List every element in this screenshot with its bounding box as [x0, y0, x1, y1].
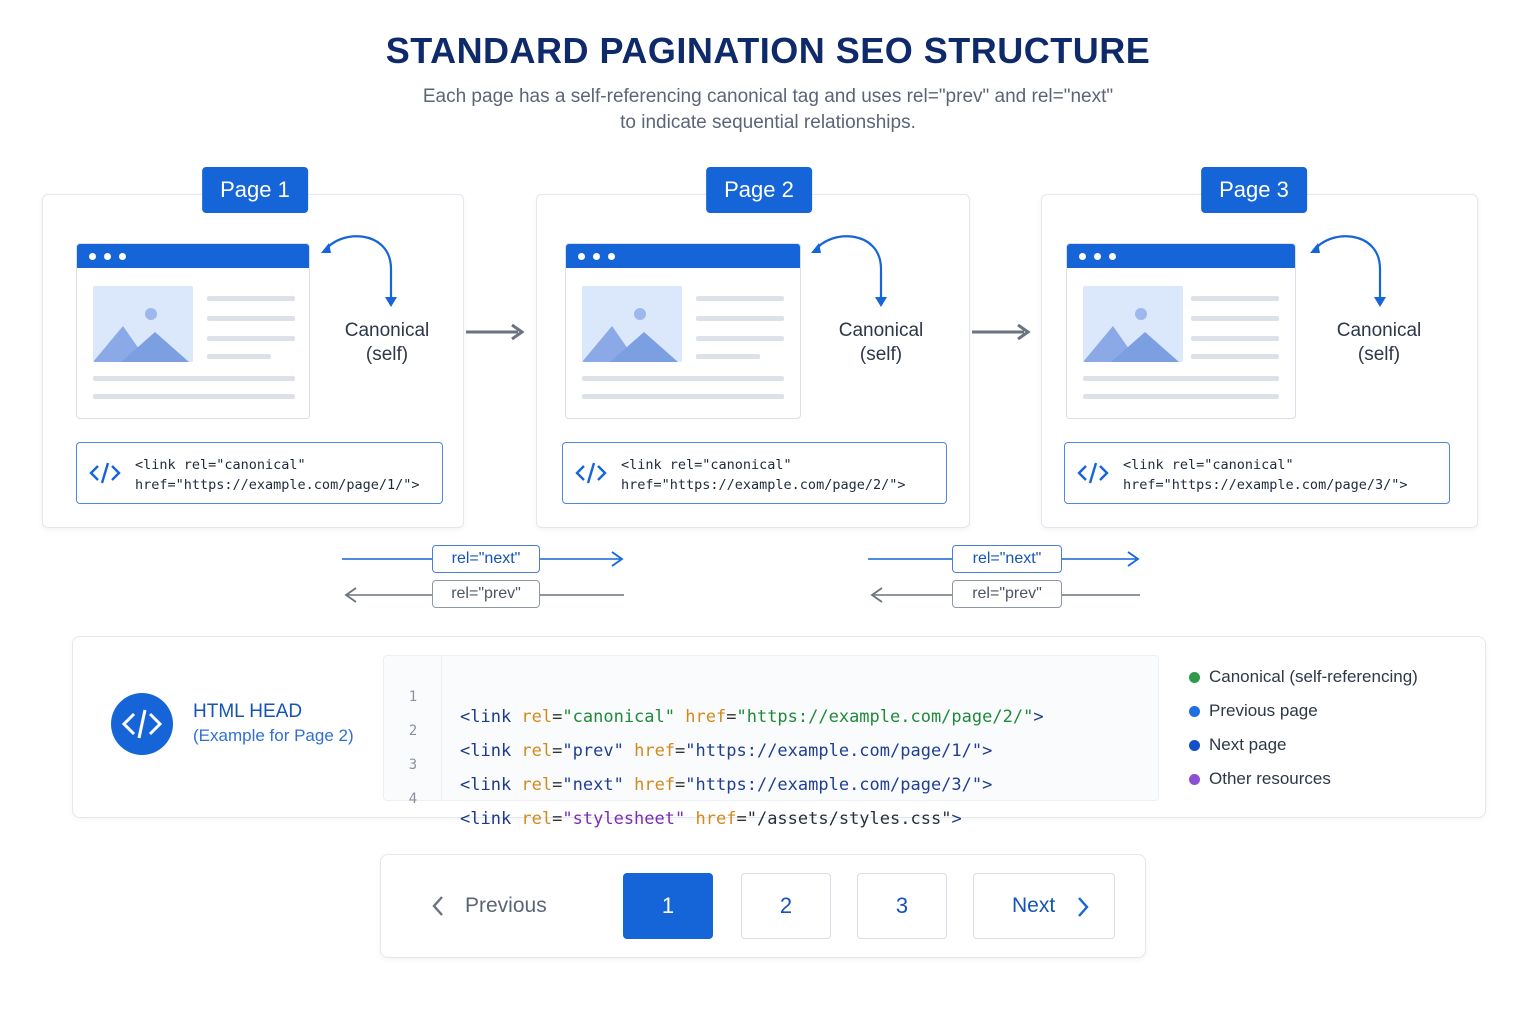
- code-line: 3 <link rel="next" href="https://example…: [408, 757, 993, 795]
- browser-mockup-3: [1066, 243, 1296, 419]
- page-badge-2: Page 2: [706, 167, 812, 213]
- curved-arrow-icon: [1310, 235, 1386, 307]
- next-button[interactable]: Next: [973, 873, 1115, 939]
- page-button-2[interactable]: 2: [741, 873, 831, 939]
- page-title: STANDARD PAGINATION SEO STRUCTURE: [385, 30, 1151, 71]
- curved-arrow-icon: [321, 235, 397, 307]
- canonical-code-box-1: <link rel="canonical"href="https://examp…: [76, 442, 443, 504]
- legend-item-next: Next page: [1189, 735, 1418, 769]
- code-line: 4 <link rel="stylesheet" href="/assets/s…: [408, 791, 962, 829]
- flow-arrow-right-icon: [972, 323, 1031, 341]
- legend-item-previous: Previous page: [1189, 701, 1418, 735]
- code-text-2: <link rel="canonical"href="https://examp…: [621, 457, 906, 493]
- page-button-3[interactable]: 3: [857, 873, 947, 939]
- canonical-code-box-3: <link rel="canonical"href="https://examp…: [1064, 442, 1450, 504]
- code-text-1: <link rel="canonical"href="https://examp…: [135, 457, 420, 493]
- image-placeholder-icon: [1083, 286, 1183, 362]
- code-icon: [1077, 462, 1109, 484]
- previous-button[interactable]: Previous: [431, 873, 547, 939]
- page-button-1[interactable]: 1: [623, 873, 713, 939]
- code-line: 2 <link rel="prev" href="https://example…: [408, 723, 993, 761]
- next-label: Next: [1012, 894, 1056, 917]
- rel-prev-label-1: rel="prev": [432, 580, 540, 608]
- curved-arrow-icon: [811, 235, 887, 307]
- rel-next-label-1: rel="next": [432, 545, 540, 573]
- page-badge-1: Page 1: [202, 167, 308, 213]
- rel-prev-label-2: rel="prev": [952, 580, 1062, 608]
- browser-mockup-1: [76, 243, 310, 419]
- browser-bar: [77, 244, 309, 268]
- html-head-panel: HTML HEAD (Example for Page 2) 1 <link r…: [72, 636, 1486, 829]
- page-card-3: Page 3 Canonical (self) <link rel="canon…: [1041, 167, 1478, 528]
- page-card-2: Page 2 Canonical (self) <link rel="canon…: [536, 167, 970, 528]
- image-placeholder-icon: [93, 286, 193, 362]
- browser-mockup-2: [565, 243, 801, 419]
- flow-arrow-right-icon: [466, 323, 525, 341]
- image-placeholder-icon: [582, 286, 682, 362]
- code-line: 1 <link rel="canonical" href="https://ex…: [408, 689, 1044, 727]
- legend-item-canonical: Canonical (self-referencing): [1189, 667, 1418, 701]
- chevron-left-icon: [432, 896, 443, 916]
- code-icon: [111, 693, 173, 755]
- legend-item-other: Other resources: [1189, 769, 1418, 803]
- canonical-code-box-2: <link rel="canonical"href="https://examp…: [562, 442, 947, 504]
- code-text-3: <link rel="canonical"href="https://examp…: [1123, 457, 1408, 493]
- code-editor: 1 <link rel="canonical" href="https://ex…: [383, 655, 1159, 829]
- page-badge-3: Page 3: [1201, 167, 1307, 213]
- page-subtitle: Each page has a self-referencing canonic…: [0, 84, 1536, 136]
- browser-bar: [1067, 244, 1295, 268]
- canonical-label-2: Canonical (self): [838, 320, 924, 365]
- subtitle-line-2: to indicate sequential relationships.: [620, 112, 916, 133]
- code-icon: [575, 462, 607, 484]
- subtitle-line-1: Each page has a self-referencing canonic…: [422, 86, 1114, 107]
- previous-label: Previous: [465, 894, 547, 917]
- rel-next-label-2: rel="next": [952, 545, 1062, 573]
- code-icon: [89, 462, 121, 484]
- chevron-right-icon: [1078, 897, 1089, 917]
- html-head-title: HTML HEAD: [193, 701, 303, 722]
- pagination: Previous 1 2 3 Next: [380, 854, 1146, 958]
- canonical-label-3: Canonical (self): [1336, 320, 1422, 365]
- browser-bar: [566, 244, 800, 268]
- canonical-label-1: Canonical (self): [344, 320, 430, 365]
- html-head-subtitle: (Example for Page 2): [193, 726, 354, 745]
- page-card-1: Page 1 Canonical (self) <link rel="canon…: [42, 167, 464, 528]
- legend: Canonical (self-referencing) Previous pa…: [1189, 667, 1418, 803]
